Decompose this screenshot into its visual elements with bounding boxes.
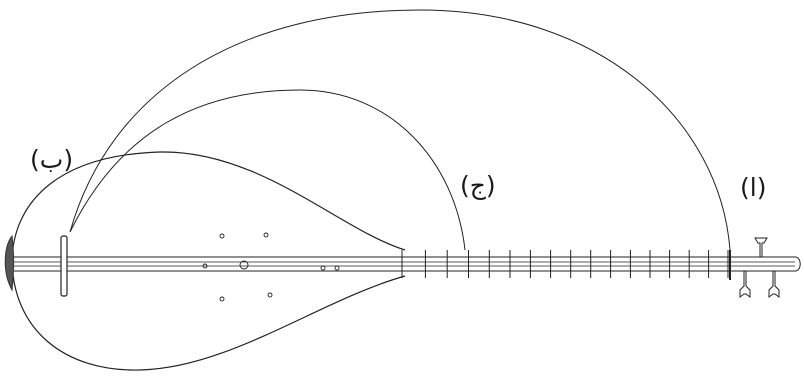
label-a: (ا) (740, 173, 766, 202)
headstock (730, 256, 801, 272)
tuning-peg-icon (754, 237, 768, 258)
label-j: (ج) (460, 171, 496, 201)
end-block (4, 234, 14, 292)
tuning-peg-icon (739, 270, 751, 298)
bridge-icon (60, 235, 68, 297)
instrument-body-outline (11, 151, 406, 371)
fret-group (401, 250, 729, 278)
neck (14, 256, 795, 272)
arc-body-length (69, 89, 466, 251)
label-b: (ب) (30, 145, 73, 174)
tuning-peg-icon (768, 270, 780, 298)
arc-full-string-length (69, 9, 731, 251)
sound-hole-icon (202, 232, 340, 302)
